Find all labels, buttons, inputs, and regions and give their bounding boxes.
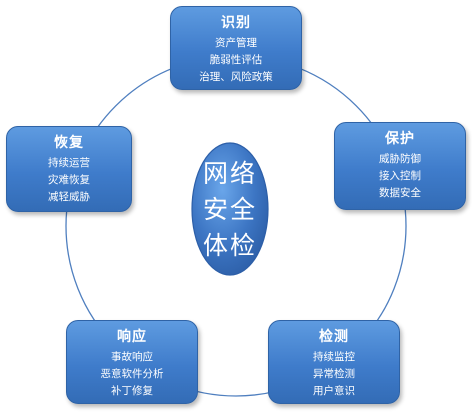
center-line-1: 网络 [202,159,257,188]
node-respond-title: 响应 [117,329,147,345]
center-label: 网络 安全 体检 [188,148,272,272]
node-recover-title: 恢复 [54,135,84,151]
node-recover-item: 减轻威胁 [48,191,90,203]
node-detect-item: 用户意识 [313,385,355,397]
node-recover: 恢复 持续运营 灾难恢复 减轻威胁 [6,126,132,212]
node-recover-item: 持续运营 [48,157,90,169]
node-respond-item: 补丁修复 [111,385,153,397]
node-protect-item: 接入控制 [379,170,421,182]
center-line-2: 安全 [202,195,257,224]
node-respond: 响应 事故响应 恶意软件分析 补丁修复 [66,320,198,404]
node-protect: 保护 威胁防御 接入控制 数据安全 [334,122,466,210]
node-respond-item: 恶意软件分析 [100,368,164,380]
node-detect: 检测 持续监控 异常检测 用户意识 [268,320,400,404]
node-detect-item: 持续监控 [313,351,355,363]
node-identify-item: 脆弱性评估 [209,54,263,66]
node-identify-item: 治理、风险政策 [199,71,273,83]
node-detect-title: 检测 [319,329,349,345]
node-protect-item: 威胁防御 [379,153,421,165]
node-identify-item: 资产管理 [215,37,257,49]
node-protect-item: 数据安全 [379,187,421,199]
node-identify-title: 识别 [221,15,251,31]
center-oval [191,142,269,276]
node-recover-item: 灾难恢复 [48,174,90,186]
node-protect-title: 保护 [385,131,415,147]
center-line-3: 体检 [202,231,257,260]
node-respond-item: 事故响应 [111,351,153,363]
node-detect-item: 异常检测 [313,368,355,380]
node-identify: 识别 资产管理 脆弱性评估 治理、风险政策 [170,6,302,90]
